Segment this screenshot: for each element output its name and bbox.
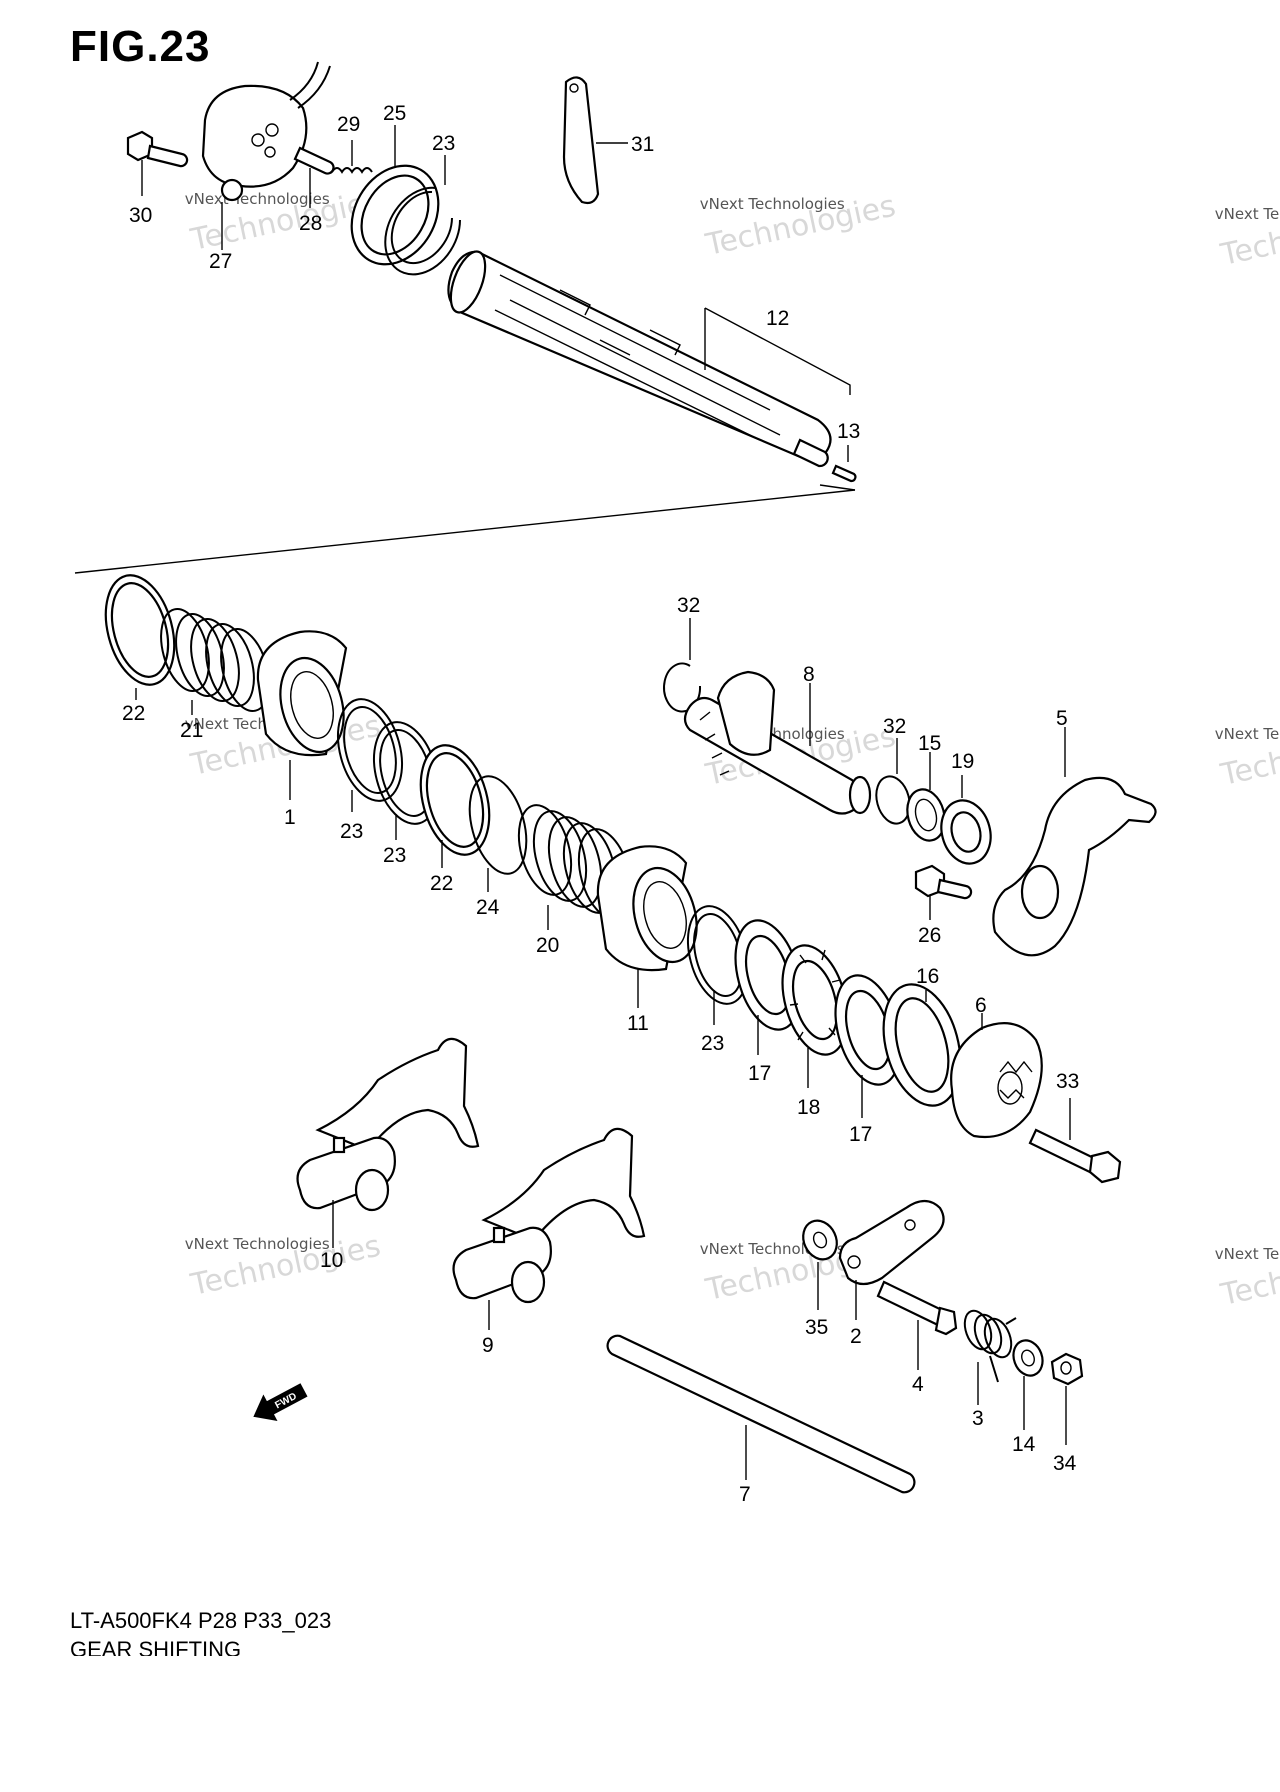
part-11-cam-guide [596,845,698,1008]
part-29-spring [331,140,373,174]
callout-21: 21 [180,719,203,742]
callout-6: 6 [975,994,987,1017]
callout-34: 34 [1053,1452,1077,1475]
figure-title: FIG.23 [70,22,211,71]
callout-26: 26 [918,924,941,947]
callout-24: 24 [476,896,500,919]
callout-13: 13 [837,420,860,443]
callout-20: 20 [536,934,559,957]
part-35-washer [802,1219,838,1310]
callout-3: 3 [972,1407,984,1430]
part-18-thrust-bearing [781,944,849,1088]
callout-11: 11 [627,1012,649,1035]
part-12-gearshift-cam [447,250,851,468]
part-5-gearshift-lever [992,727,1157,957]
callout-14: 14 [1012,1433,1036,1456]
callout-7: 7 [739,1483,751,1506]
part-14-washer [1012,1339,1044,1430]
callout-28: 28 [299,212,322,235]
part-3-stopper-spring [963,1309,1017,1405]
callout-2: 2 [850,1325,862,1348]
part-27-gear-position-switch [201,61,331,250]
part-19-oil-seal [940,775,992,865]
part-33-bolt [1028,1098,1122,1184]
figure-subtitle: GEAR SHIFTING [70,1637,242,1656]
part-28-pin [293,146,335,208]
part-15-washer [906,752,946,842]
part-1-cam-guide [256,630,348,800]
callout-30: 30 [129,204,152,227]
callout-17: 17 [849,1123,872,1146]
callout-1: 1 [284,806,296,829]
callout-23: 23 [340,820,363,843]
leader-line [819,484,856,491]
part-4-stopper-bolt [876,1280,958,1370]
callout-32: 32 [883,715,906,738]
callout-29: 29 [337,113,360,136]
callout-16: 16 [916,965,939,988]
fwd-label: FWD [273,1391,298,1411]
part-24-circlip [468,775,528,892]
fwd-arrow-icon: FWD [253,1383,308,1422]
callout-17: 17 [748,1062,771,1085]
callout-23: 23 [383,844,406,867]
part-34-nut [1050,1352,1084,1445]
callout-8: 8 [803,663,815,686]
callout-5: 5 [1056,707,1068,730]
callout-10: 10 [320,1249,343,1272]
leader-line [74,489,856,574]
callout-9: 9 [482,1334,494,1357]
callout-32: 32 [677,594,700,617]
callout-23: 23 [432,132,455,155]
part-10-gearshift-fork [296,1037,480,1248]
part-16-washer [882,983,962,1107]
part-2-cam-stopper [838,1199,945,1320]
part-31-retainer [562,76,628,205]
model-code: LT-A500FK4 P28 P33_023 [70,1608,332,1633]
callout-23: 23 [701,1032,724,1055]
part-30-bolt [126,130,189,196]
callout-35: 35 [805,1316,828,1339]
callout-18: 18 [797,1096,820,1119]
part-26-bolt [914,864,973,920]
part-32-circlip [875,738,911,825]
part-9-gearshift-fork [452,1127,646,1330]
callout-31: 31 [631,133,654,156]
part-8-gearshift-shaft [683,670,872,815]
callout-22: 22 [122,702,145,725]
callout-15: 15 [918,732,941,755]
callout-19: 19 [951,750,974,773]
part-32-circlip [663,618,702,713]
part-7-gearshift-fork-shaft [606,1334,916,1494]
part-21-spring [160,608,270,715]
callout-25: 25 [383,102,406,125]
callout-27: 27 [209,250,232,273]
part-22-washer [419,744,491,868]
callout-4: 4 [912,1373,924,1396]
callout-22: 22 [430,872,453,895]
callout-33: 33 [1056,1070,1079,1093]
part-23-circlip [384,155,461,276]
part-13-pin [831,445,857,483]
part-6-gearshift-cam-stopper-plate [950,1013,1043,1138]
callout-12: 12 [766,307,789,330]
part-22-washer [104,574,176,700]
